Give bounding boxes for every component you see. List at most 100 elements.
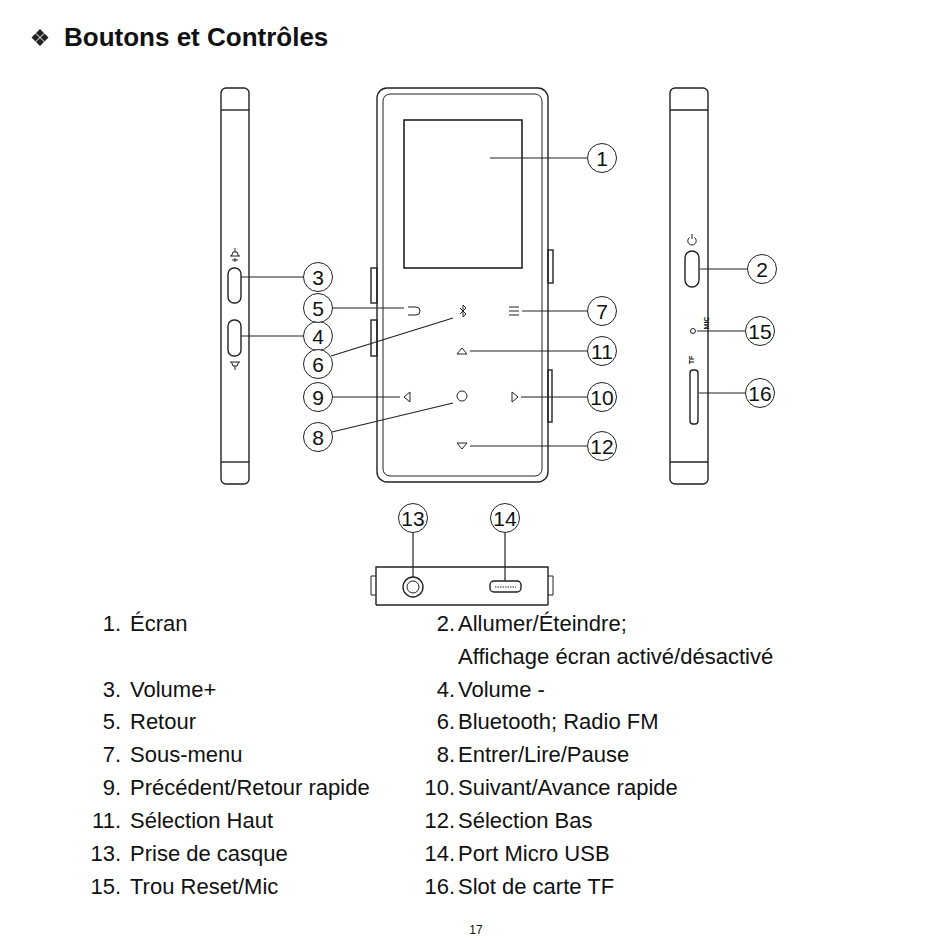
list-item: Entrer/Lire/Pause xyxy=(458,742,629,768)
drawing-part xyxy=(32,34,40,42)
list-number: 7. xyxy=(103,742,121,768)
drawing-part xyxy=(230,248,240,262)
drawing-part xyxy=(700,268,747,269)
callout-number: 15 xyxy=(745,316,775,346)
drawing-part xyxy=(371,320,377,356)
list-number: 12. xyxy=(424,808,455,834)
list-item: Sélection Bas xyxy=(458,808,593,834)
drawing-part xyxy=(332,403,453,432)
callout-text: 15 xyxy=(748,321,771,342)
page-title: Boutons et Contrôles xyxy=(64,21,328,53)
callout-text: 11 xyxy=(591,341,613,362)
drawing-part xyxy=(404,392,410,402)
drawing-part xyxy=(690,370,698,424)
port-marking: MIC xyxy=(703,317,711,330)
callout-number: 12 xyxy=(587,431,617,461)
drawing-part xyxy=(412,533,413,577)
list-item: Trou Reset/Mic xyxy=(130,874,278,900)
drawing-part xyxy=(522,310,587,311)
callout-number: 2 xyxy=(747,254,777,284)
callout-number: 3 xyxy=(303,262,333,292)
drawing-part xyxy=(512,392,518,402)
drawing-part xyxy=(457,391,467,401)
drawing-part xyxy=(221,109,249,110)
leader-lines xyxy=(241,158,747,581)
callout-text: 14 xyxy=(493,508,516,529)
list-item: Volume+ xyxy=(130,677,216,703)
drawing-part xyxy=(221,88,249,484)
list-number: 6. xyxy=(437,709,455,735)
list-item: Retour xyxy=(130,709,196,735)
list-item: Écran xyxy=(130,611,187,637)
drawing-part xyxy=(41,34,49,42)
callout-number: 10 xyxy=(587,382,617,412)
callout-text: 13 xyxy=(401,508,424,529)
callout-number: 11 xyxy=(587,336,617,366)
callout-number: 13 xyxy=(398,503,428,533)
drawing-part xyxy=(241,335,303,336)
drawing-part xyxy=(407,581,419,593)
callout-number: 8 xyxy=(303,422,333,452)
drawing-part xyxy=(699,392,745,393)
drawing-part xyxy=(32,29,748,605)
callout-text: 7 xyxy=(596,301,608,322)
drawing-part xyxy=(697,330,745,331)
drawing-part xyxy=(228,320,241,356)
drawing-part xyxy=(691,329,696,334)
drawing-part xyxy=(383,94,542,476)
drawing-part xyxy=(408,307,420,315)
drawing-part xyxy=(221,461,249,462)
list-item: Allumer/Éteindre; xyxy=(458,611,627,637)
callout-text: 1 xyxy=(596,148,608,169)
list-item: Slot de carte TF xyxy=(458,874,614,900)
drawing-part xyxy=(371,268,377,303)
list-item: Volume - xyxy=(458,677,545,703)
list-item: Port Micro USB xyxy=(458,841,610,867)
list-number: 13. xyxy=(90,841,121,867)
list-number: 14. xyxy=(424,841,455,867)
drawing-part xyxy=(460,305,466,317)
list-item: Sélection Haut xyxy=(130,808,273,834)
list-number: 16. xyxy=(424,874,455,900)
drawing-part xyxy=(230,362,240,370)
drawing-part xyxy=(376,604,548,605)
drawing-part xyxy=(670,109,708,110)
list-number: 4. xyxy=(437,677,455,703)
list-number: 11. xyxy=(92,808,121,834)
callout-text: 9 xyxy=(312,387,324,408)
callout-number: 6 xyxy=(303,349,333,379)
drawing-part xyxy=(331,318,453,356)
list-number: 3. xyxy=(103,677,121,703)
list-number: 5. xyxy=(103,709,121,735)
callout-number: 1 xyxy=(587,143,617,173)
drawing-part xyxy=(457,443,467,449)
list-item: Prise de casque xyxy=(130,841,288,867)
callout-text: 16 xyxy=(748,383,771,404)
callout-number: 4 xyxy=(303,321,333,351)
callout-number: 9 xyxy=(303,382,333,412)
drawing-part xyxy=(685,251,699,287)
list-number: 10. xyxy=(424,775,455,801)
drawing-part xyxy=(470,445,587,446)
drawing-part xyxy=(548,250,553,283)
callout-text: 12 xyxy=(590,436,613,457)
drawing-part xyxy=(548,370,552,422)
drawing-part xyxy=(228,268,241,303)
callout-text: 6 xyxy=(312,354,324,375)
callout-text: 5 xyxy=(312,298,324,319)
callout-text: 8 xyxy=(312,427,324,448)
title-bullet xyxy=(32,29,49,46)
list-number: 8. xyxy=(437,742,455,768)
slot-marking: TF xyxy=(688,356,696,365)
drawing-part xyxy=(333,307,404,308)
drawing-part xyxy=(521,396,587,397)
drawing-part xyxy=(404,120,522,268)
drawing-part xyxy=(241,276,303,277)
list-number: 2. xyxy=(437,611,455,637)
drawing-part xyxy=(377,88,548,482)
callout-text: 3 xyxy=(312,267,324,288)
list-item: Suivant/Avance rapide xyxy=(458,775,678,801)
list-number: 15. xyxy=(90,874,121,900)
callout-text: 4 xyxy=(312,326,324,347)
